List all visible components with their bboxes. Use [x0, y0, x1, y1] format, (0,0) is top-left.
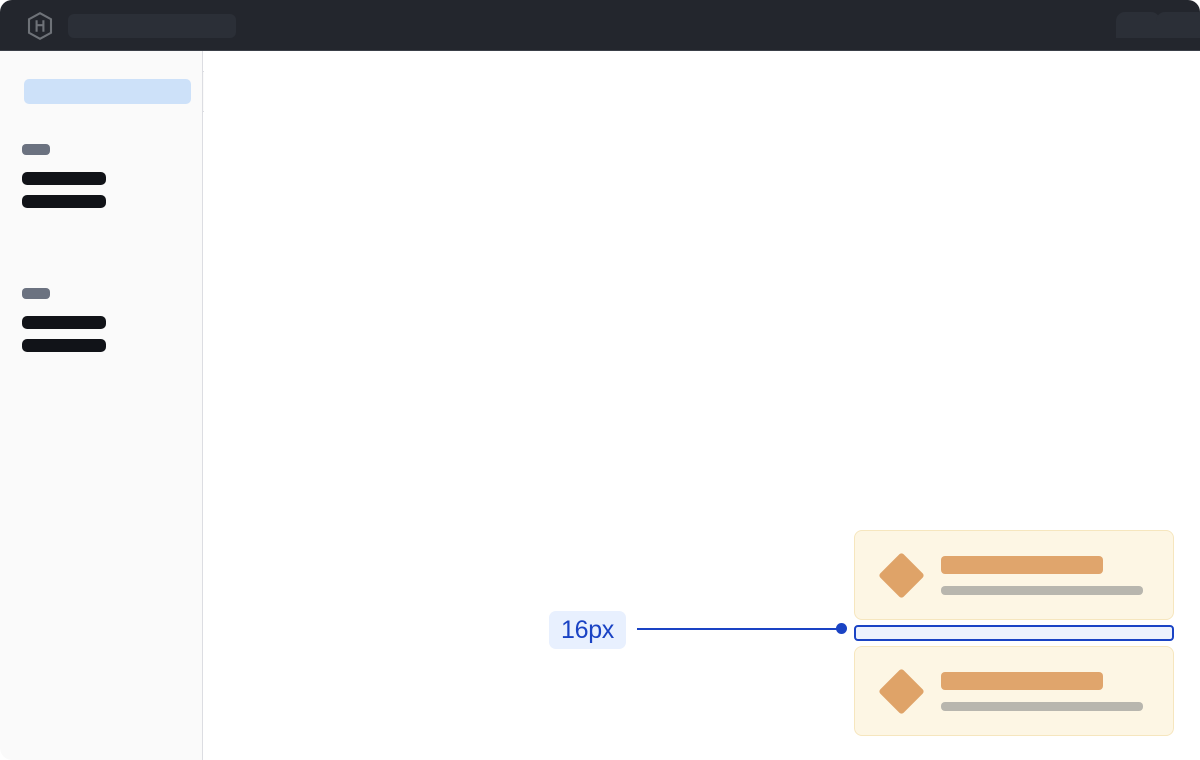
sidebar-item-active[interactable] [24, 79, 191, 104]
sidebar-group-2 [22, 288, 106, 352]
measurement-connector-line [637, 628, 843, 630]
main-canvas [204, 51, 1200, 760]
hashicorp-hexagon-logo-icon[interactable] [26, 12, 54, 40]
header-chip-1[interactable] [1116, 12, 1160, 38]
card-title-placeholder [941, 672, 1103, 690]
sidebar-item[interactable] [22, 316, 106, 329]
sidebar-group-label [22, 144, 50, 155]
sidebar-group-1 [22, 144, 106, 208]
header-chip-2[interactable] [1156, 12, 1200, 38]
sidebar [0, 51, 203, 760]
card-subtitle-placeholder [941, 702, 1143, 711]
card-cluster [854, 530, 1174, 736]
measurement-label: 16px [549, 611, 627, 649]
diamond-icon [878, 552, 925, 599]
sidebar-item[interactable] [22, 172, 106, 185]
search-input[interactable] [68, 14, 236, 38]
card-title-placeholder [941, 556, 1103, 574]
gap-measurement-box [854, 625, 1174, 641]
card-subtitle-placeholder [941, 586, 1143, 595]
sidebar-item[interactable] [22, 339, 106, 352]
app-header [0, 0, 1200, 51]
sidebar-item[interactable] [22, 195, 106, 208]
diamond-icon [878, 668, 925, 715]
measurement-connector-dot [836, 623, 847, 634]
list-item[interactable] [854, 530, 1174, 620]
sidebar-group-label [22, 288, 50, 299]
list-item[interactable] [854, 646, 1174, 736]
